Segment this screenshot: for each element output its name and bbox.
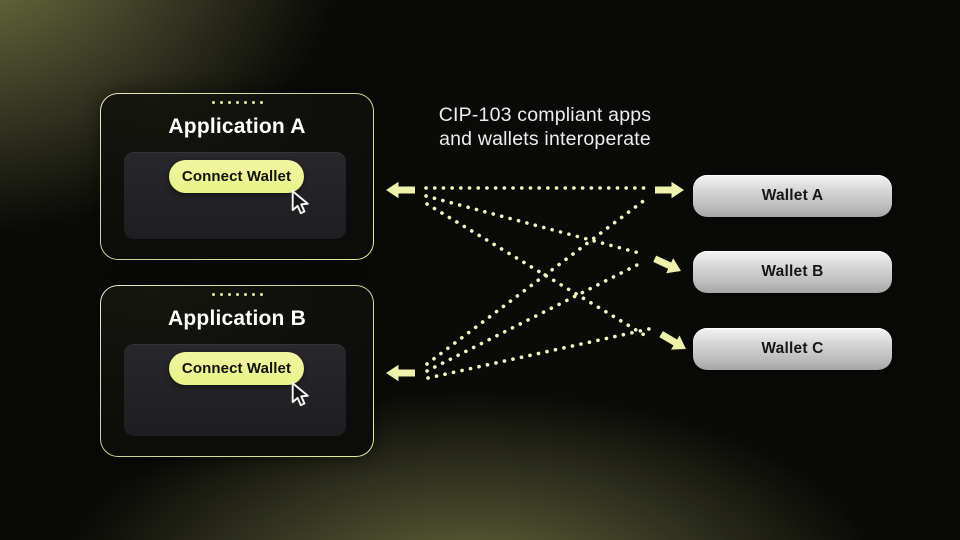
mouse-cursor-icon — [291, 382, 309, 407]
connect-wallet-button-app-b[interactable]: Connect Wallet — [169, 352, 304, 385]
arrow-left-to-app-b-icon — [386, 364, 415, 382]
arrow-left-to-app-a-icon — [386, 181, 415, 199]
card-top-dots-icon — [101, 293, 373, 296]
connection-app-b-wallet-c — [426, 327, 651, 380]
connection-app-b-wallet-b — [425, 261, 643, 373]
wallet-c-node[interactable]: Wallet C — [693, 328, 892, 370]
connection-app-a-wallet-c — [425, 202, 648, 338]
connect-wallet-button-app-a[interactable]: Connect Wallet — [169, 160, 304, 193]
application-a-panel: Connect Wallet — [124, 152, 346, 239]
wallet-c-label: Wallet C — [761, 340, 824, 357]
application-a-card-body: Application A Connect Wallet — [101, 94, 373, 259]
application-b-card: Application B Connect Wallet — [100, 285, 374, 457]
heading-line-2: and wallets interoperate — [439, 128, 651, 150]
arrow-right-to-wallet-a-icon — [655, 181, 684, 199]
heading-line-1: CIP-103 compliant apps — [438, 104, 652, 126]
connection-app-b-wallet-a — [425, 197, 648, 366]
application-b-card-body: Application B Connect Wallet — [101, 286, 373, 456]
application-a-card: Application A Connect Wallet — [100, 93, 374, 260]
card-top-dots-icon — [101, 101, 373, 104]
wallet-a-label: Wallet A — [761, 187, 824, 204]
diagram-heading: CIP-103 compliant apps and wallets inter… — [385, 103, 705, 151]
mouse-cursor-icon — [291, 190, 309, 215]
application-b-title: Application B — [168, 307, 306, 330]
arrows — [386, 181, 686, 382]
connection-app-a-wallet-b — [424, 194, 645, 256]
wallet-a-node[interactable]: Wallet A — [693, 175, 892, 217]
arrow-right-to-wallet-b-icon — [653, 255, 681, 274]
arrow-right-to-wallet-c-icon — [659, 331, 686, 350]
dotted-connection-lines — [424, 186, 653, 380]
application-b-panel: Connect Wallet — [124, 344, 346, 436]
wallet-b-label: Wallet B — [761, 263, 824, 280]
application-a-title: Application A — [168, 115, 306, 138]
wallet-b-node[interactable]: Wallet B — [693, 251, 892, 293]
